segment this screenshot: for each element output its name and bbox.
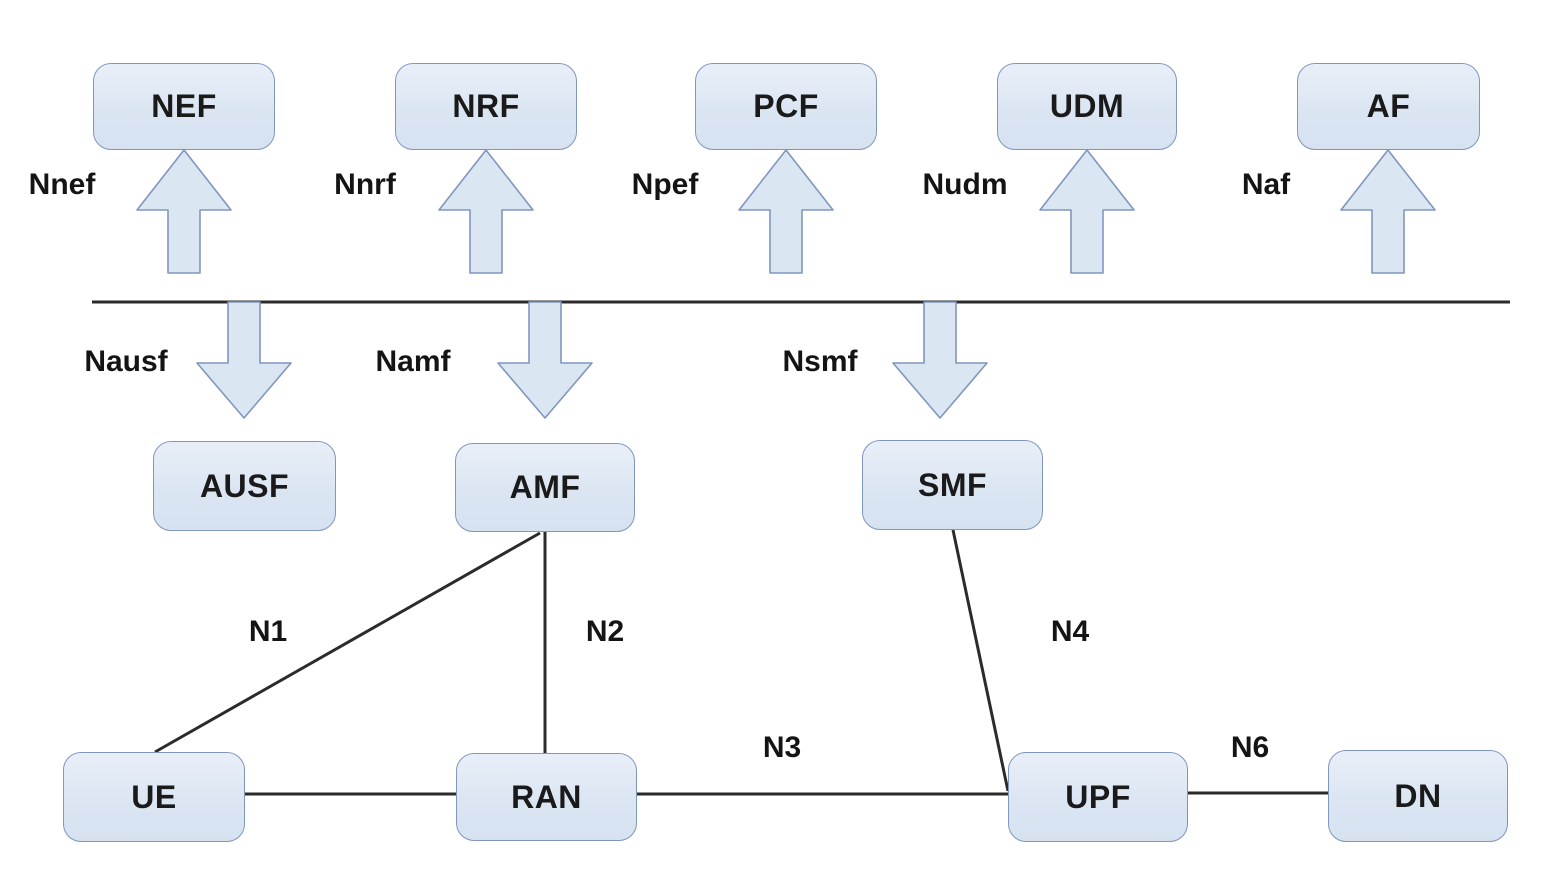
node-amf: AMF [455,443,635,532]
node-udm: UDM [997,63,1177,150]
label-npef: Npef [631,168,699,201]
link-n1 [154,531,541,754]
node-pcf: PCF [695,63,877,150]
node-nrf: NRF [395,63,577,150]
link-n4 [951,529,1010,792]
node-nef: NEF [93,63,275,150]
node-af: AF [1297,63,1480,150]
node-dn: DN [1328,750,1508,842]
arrow-up-naf-icon [1340,149,1436,274]
label-naf: Naf [1241,168,1291,201]
label-n1: N1 [248,615,288,648]
arrow-down-namf-icon [497,301,593,419]
label-nnrf: Nnrf [334,168,396,201]
label-n4: N4 [1050,615,1090,648]
arrow-up-nudm-icon [1039,149,1135,274]
label-n3: N3 [762,731,802,764]
label-nudm: Nudm [922,168,1008,201]
node-ausf: AUSF [153,441,336,531]
label-n2: N2 [585,615,625,648]
node-smf: SMF [862,440,1043,530]
arrow-down-nsmf-icon [892,301,988,419]
label-namf: Namf [375,345,451,378]
label-nausf: Nausf [84,345,168,378]
node-upf: UPF [1008,752,1188,842]
node-ue: UE [63,752,245,842]
arrow-down-nausf-icon [196,301,292,419]
arrow-up-npef-icon [738,149,834,274]
label-nnef: Nnef [28,168,96,201]
label-nsmf: Nsmf [782,345,858,378]
arrow-up-nnef-icon [136,149,232,274]
arrow-up-nnrf-icon [438,149,534,274]
label-n6: N6 [1230,731,1270,764]
node-ran: RAN [456,753,637,841]
